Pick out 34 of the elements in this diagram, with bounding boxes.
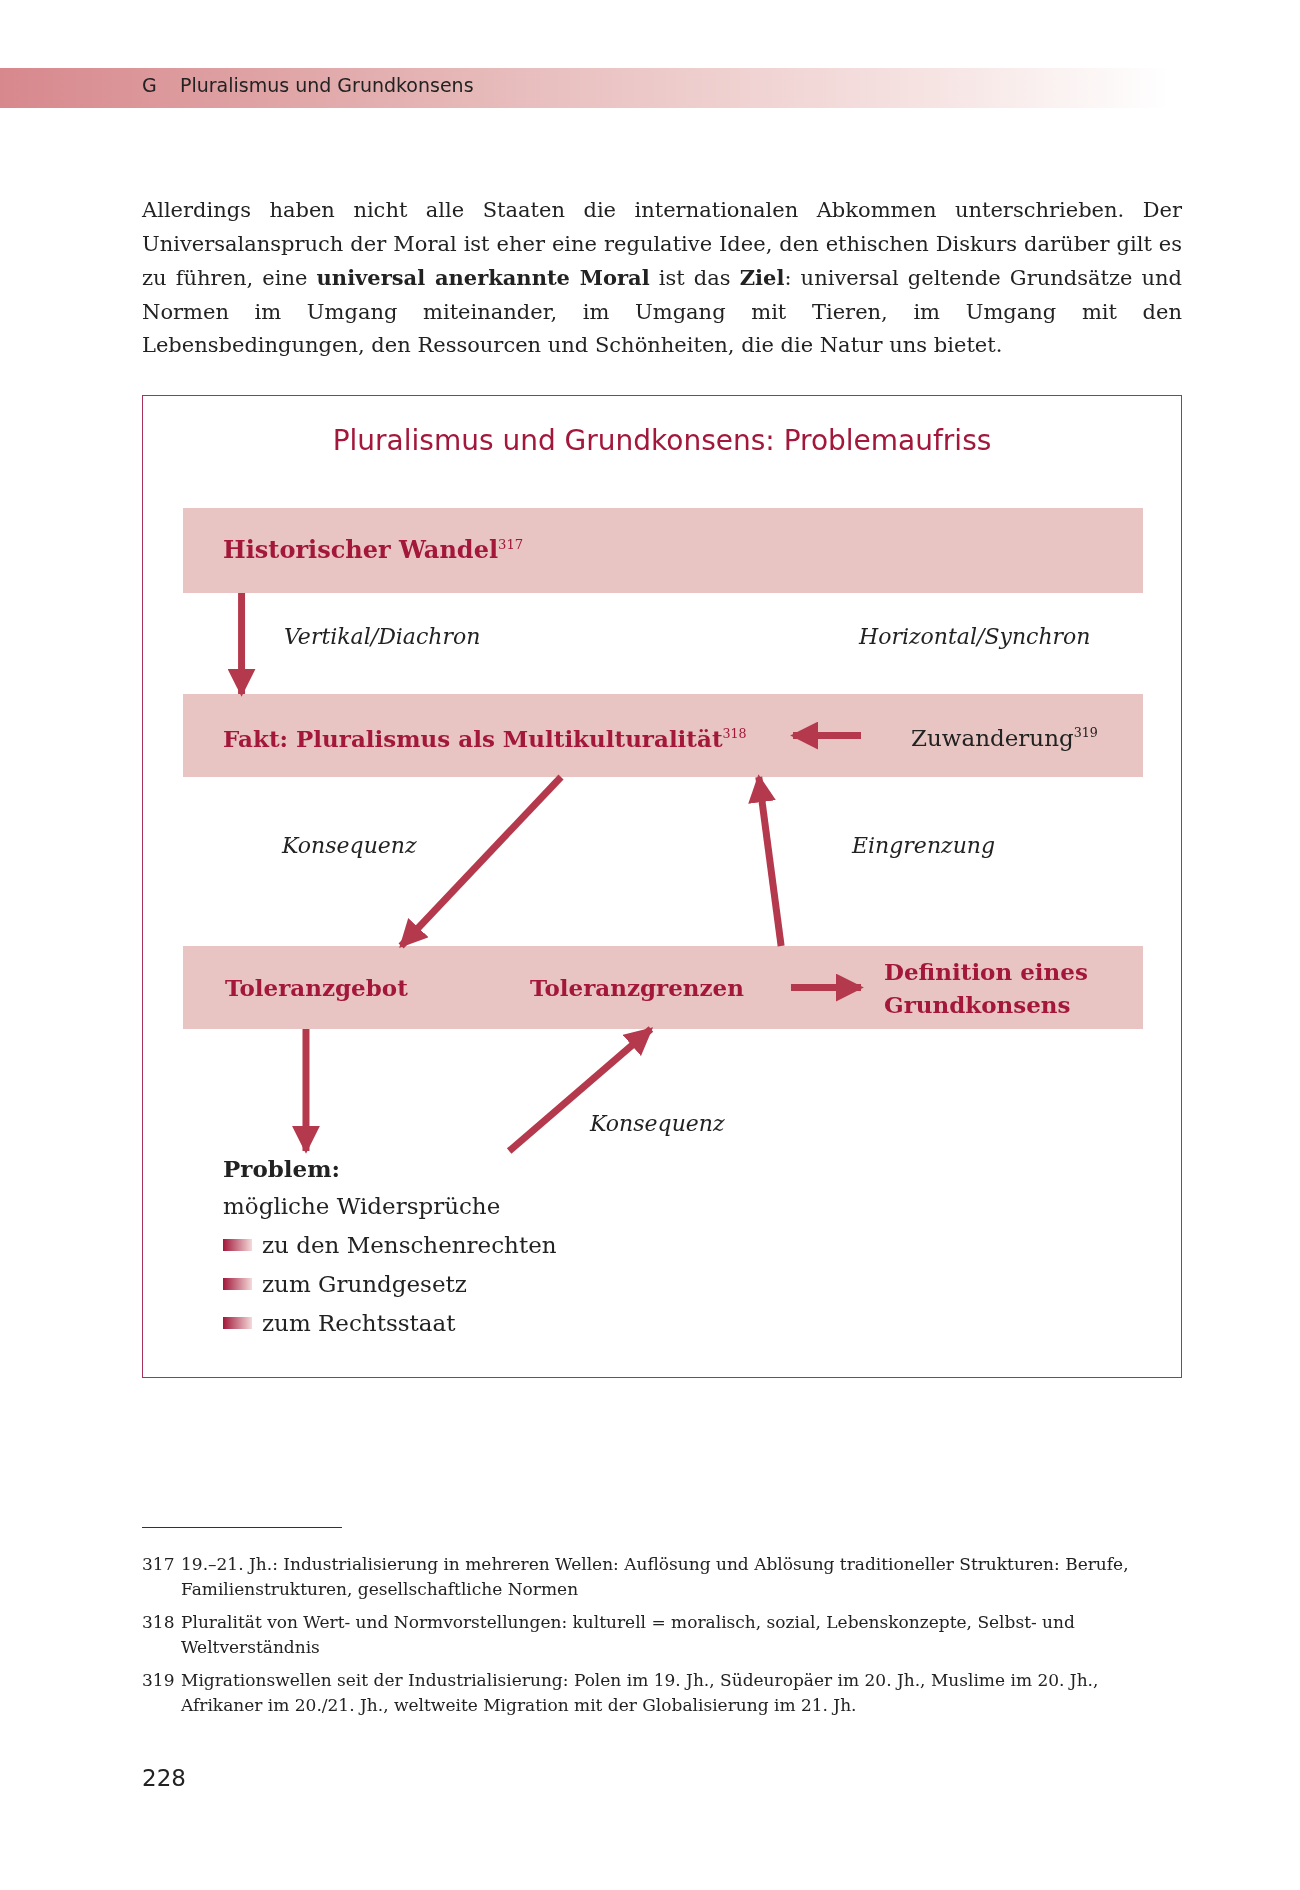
- footnote-number: 319: [142, 1669, 175, 1692]
- footnote-text: Pluralität von Wert- und Normvorstellungen: kulturell = moralisch, sozial, Lebenskonzepte, Selbst- und Weltverständnis: [181, 1611, 1076, 1659]
- page-number: 228: [142, 1765, 186, 1791]
- band-heading: Toleranzgrenzen: [530, 973, 744, 1003]
- running-header: Pluralismus und Grundkonsens: [180, 74, 474, 96]
- arrow: [506, 1026, 654, 1154]
- edge-label: Eingrenzung: [852, 833, 996, 858]
- band-heading: Definition eines Grundkonsens: [884, 956, 1089, 1020]
- list-item: zum Grundgesetz: [262, 1270, 467, 1297]
- edge-label: Konsequenz: [590, 1111, 725, 1136]
- band-heading: Historischer Wandel$^{317}$: [223, 535, 524, 564]
- edge-label: Konsequenz: [282, 833, 417, 858]
- band-heading: Toleranzgebot: [225, 973, 408, 1003]
- heading-band: [183, 508, 1143, 593]
- edge-label: Vertikal/Diachron: [284, 624, 481, 649]
- band: [183, 946, 1143, 1029]
- footnote-number: 317: [142, 1553, 175, 1576]
- diagram-frame: [142, 395, 1182, 1378]
- arrow: [292, 1029, 320, 1154]
- list-item: zu den Menschenrechten: [262, 1231, 557, 1258]
- body-paragraph: Allerdings haben nicht alle Staaten die internationalen Abkommen unterschrieben. Der Universalanspruch der Moral ist eher eine regulative Idee, den ethischen Diskurs darüber gilt es zu führen, eine universal anerkannte Moral ist das Ziel: universal geltende Grundsätze und Normen im Umgang miteinander, im Umgang mit Tieren, im Umgang mit den Lebensbedingungen, den Ressourcen und Schönheiten, die die Natur uns bietet.: [142, 197, 1182, 360]
- band: [183, 694, 1143, 777]
- list-item: zum Rechtsstaat: [262, 1309, 456, 1336]
- footnote-number: 318: [142, 1611, 175, 1634]
- band-heading: Fakt: Pluralismus als Multikulturalität$^{318}$: [223, 723, 747, 754]
- arrow: [227, 593, 256, 697]
- chapter-letter: G: [142, 74, 157, 96]
- direction-label: Horizontal/Synchron: [859, 624, 1091, 649]
- footnote-text: Migrationswellen seit der Industrialisierung: Polen im 19. Jh., Südeuropäer im 20. Jh., Muslime im 20. Jh., Afrikaner im 20./21. Jh., weltweite Migration mit der Globalisierung im 21. Jh.: [181, 1669, 1100, 1717]
- diagram-title: Pluralismus und Grundkonsens: Problemaufriss: [331, 424, 993, 457]
- problem-heading: Problem:: [223, 1154, 341, 1184]
- problem-text: mögliche Widersprüche: [223, 1192, 501, 1221]
- footnote-text: 19.–21. Jh.: Industrialisierung in mehreren Wellen: Auflösung und Ablösung traditioneller Strukturen: Berufe, Familienstrukturen, gesellschaftliche Normen: [181, 1553, 1130, 1601]
- band-text: Zuwanderung$^{319}$: [911, 723, 1098, 753]
